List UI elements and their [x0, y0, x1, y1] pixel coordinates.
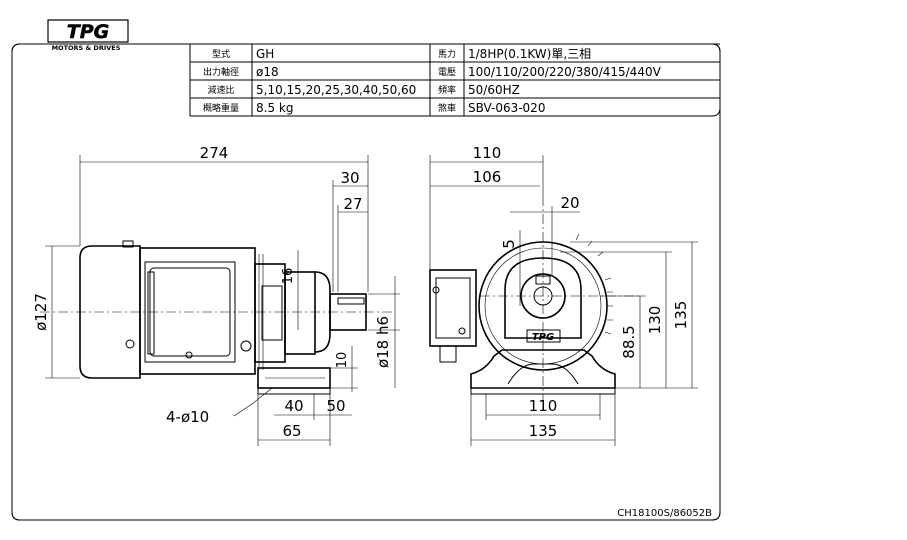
brand-logo-text: TPG [67, 21, 109, 43]
drawing-number: CH18100S/86052B [617, 508, 712, 519]
dim-foot-40: 40 [284, 397, 303, 415]
dim-overall-length: 274 [200, 144, 229, 162]
dim-front-130: 130 [646, 306, 664, 335]
dim-front-106: 106 [473, 168, 502, 186]
spec-label-voltage: 電壓 [438, 67, 456, 78]
spec-value-brake: SBV-063-020 [468, 101, 545, 115]
spec-value-frequency: 50/60HZ [468, 83, 520, 97]
dim-key-16: 16 [281, 268, 296, 285]
dim-motor-diameter: ø127 [32, 293, 50, 331]
dim-front-135-bottom: 135 [529, 422, 558, 440]
dim-foot-50: 50 [326, 397, 345, 415]
spec-label-shaft: 出力軸徑 [203, 66, 239, 78]
label-mount-holes: 4-ø10 [166, 408, 209, 426]
side-view: 274 30 27 16 ø18 h6 10 40 50 65 [32, 144, 400, 446]
spec-label-weight: 概略重量 [203, 102, 239, 114]
dim-front-88-5: 88.5 [620, 325, 638, 358]
front-view: TPG 110 106 20 5 88.5 130 [429, 144, 698, 446]
spec-value-weight: 8.5 kg [256, 101, 293, 115]
dim-foot-10: 10 [335, 352, 350, 369]
dim-front-110-top: 110 [473, 144, 502, 162]
spec-value-model: GH [256, 47, 274, 61]
spec-label-model: 型式 [212, 48, 230, 60]
dim-front-110-bottom: 110 [529, 397, 558, 415]
spec-value-voltage: 100/110/200/220/380/415/440V [468, 65, 662, 79]
spec-value-power: 1/8HP(0.1KW)單,三相 [468, 47, 591, 61]
dim-front-135-right: 135 [672, 301, 690, 330]
drawing-frame [11, 43, 721, 521]
spec-label-brake: 煞車 [438, 102, 456, 114]
hub-logo: TPG [532, 332, 554, 343]
dim-front-20: 20 [560, 194, 579, 212]
spec-label-power: 馬力 [438, 48, 456, 60]
dim-shaft-diameter: ø18 h6 [374, 316, 392, 368]
brand-logo: TPG MOTORS & DRIVES [47, 19, 129, 52]
spec-value-ratio: 5,10,15,20,25,30,40,50,60 [256, 83, 416, 97]
dim-shaft-30: 30 [340, 169, 359, 187]
dim-front-5: 5 [500, 239, 518, 249]
brand-tagline: MOTORS & DRIVES [52, 44, 121, 52]
spec-value-shaft: ø18 [256, 65, 279, 79]
spec-label-ratio: 減速比 [207, 84, 234, 96]
dim-shaft-27: 27 [343, 195, 362, 213]
spec-table: 型式 GH 馬力 1/8HP(0.1KW)單,三相 出力軸徑 ø18 電壓 10… [190, 44, 721, 117]
spec-label-frequency: 頻率 [438, 84, 456, 96]
dim-foot-65: 65 [282, 422, 301, 440]
